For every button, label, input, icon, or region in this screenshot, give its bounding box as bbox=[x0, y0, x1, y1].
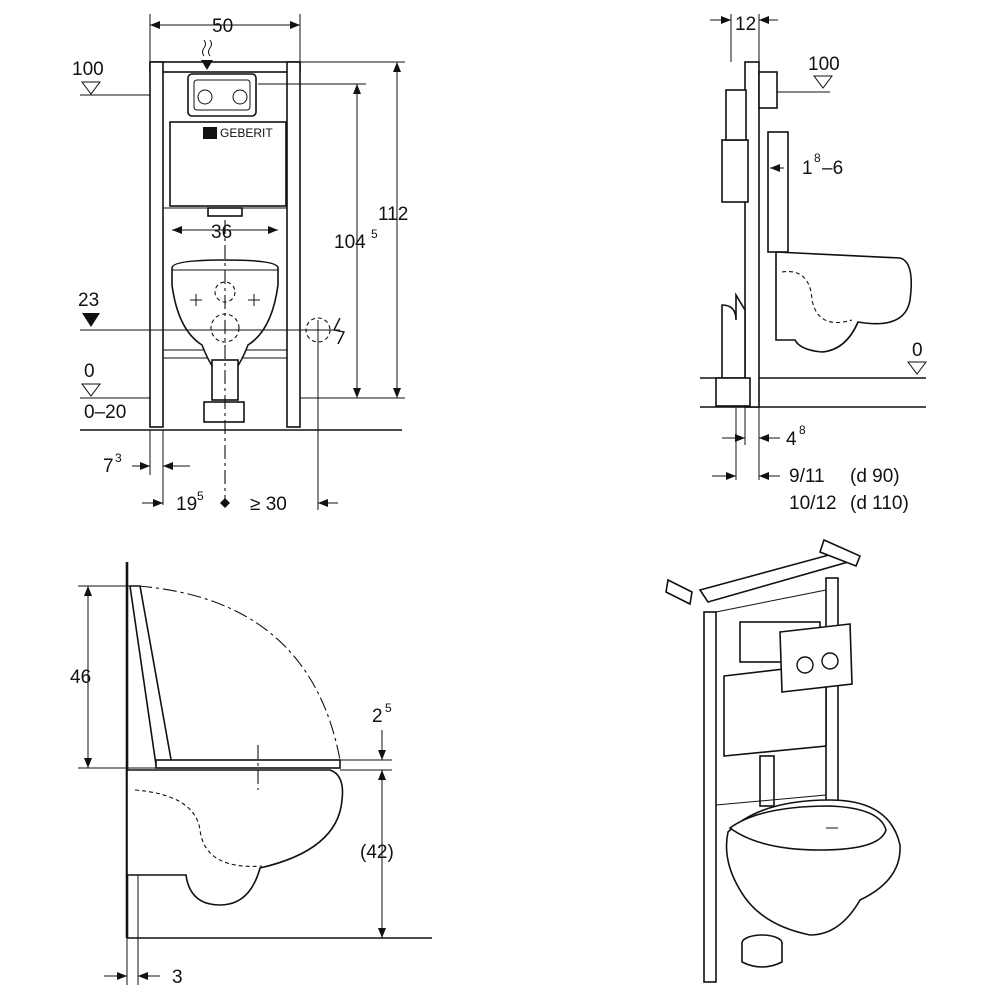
perspective-flush-plate bbox=[779, 623, 853, 693]
dim-flush-height: 104 bbox=[334, 232, 366, 253]
dim-min-side: ≥ 30 bbox=[250, 494, 287, 515]
side-pipe-offset: 4 bbox=[786, 429, 797, 450]
svg-text:5: 5 bbox=[197, 489, 204, 503]
side-level-floor: 0 bbox=[912, 340, 923, 361]
profile-wall-offset: 3 bbox=[172, 967, 183, 988]
level-mid: 23 bbox=[78, 290, 99, 311]
svg-text:(d 110): (d 110) bbox=[850, 493, 909, 514]
svg-text:5: 5 bbox=[371, 227, 378, 241]
flush-symbol-icon bbox=[202, 39, 212, 57]
perspective-right-post bbox=[825, 577, 839, 829]
svg-text:3: 3 bbox=[115, 451, 122, 465]
frame-top-rail bbox=[149, 61, 301, 73]
side-wc-pan bbox=[775, 251, 913, 353]
frame-right-post bbox=[286, 61, 301, 428]
front-view: GEBERIT 50 36 bbox=[72, 14, 408, 515]
perspective-view bbox=[665, 538, 901, 983]
side-gap: 1 bbox=[802, 158, 813, 179]
dim-pan-width: 36 bbox=[211, 222, 232, 243]
brand-label: GEBERIT bbox=[220, 126, 273, 140]
profile-seat-height: 46 bbox=[70, 667, 91, 688]
power-icon bbox=[332, 317, 346, 345]
side-seat-lid bbox=[767, 131, 789, 253]
side-level-top: 100 bbox=[808, 54, 840, 75]
svg-text:5: 5 bbox=[385, 701, 392, 715]
svg-text:–6: –6 bbox=[822, 158, 843, 179]
dim-width: 50 bbox=[212, 16, 233, 37]
perspective-seat bbox=[728, 805, 887, 851]
svg-text:8: 8 bbox=[799, 423, 806, 437]
flush-plate bbox=[187, 73, 257, 117]
dim-total-height: 112 bbox=[378, 204, 408, 225]
profile-view: 46 2 5 (42) 3 bbox=[70, 562, 432, 988]
profile-bowl-height: (42) bbox=[360, 842, 394, 863]
profile-bowl bbox=[126, 769, 344, 906]
profile-seat-gap: 2 bbox=[372, 706, 383, 727]
side-pipe-b: 10/12 bbox=[789, 493, 837, 514]
svg-text:(d 90): (d 90) bbox=[850, 466, 900, 487]
level-floor: 0 bbox=[84, 361, 95, 382]
floor-range: 0–20 bbox=[84, 402, 126, 423]
frame-left-post bbox=[149, 61, 164, 428]
profile-lid bbox=[129, 585, 173, 766]
dim-offset-left: 7 bbox=[103, 456, 114, 477]
dim-offset-center: 19 bbox=[176, 494, 197, 515]
profile-seat bbox=[155, 759, 341, 769]
side-frame bbox=[744, 61, 760, 408]
side-view: 12 100 1 8 –6 0 4 8 9/11 (d 90) 10/12 (d… bbox=[700, 14, 927, 514]
perspective-left-post bbox=[703, 611, 717, 983]
cistern bbox=[169, 121, 287, 207]
level-top: 100 bbox=[72, 59, 104, 80]
side-depth: 12 bbox=[735, 14, 756, 35]
side-pipe-a: 9/11 bbox=[789, 466, 825, 487]
svg-text:8: 8 bbox=[814, 151, 821, 165]
wc-pan bbox=[171, 259, 279, 377]
